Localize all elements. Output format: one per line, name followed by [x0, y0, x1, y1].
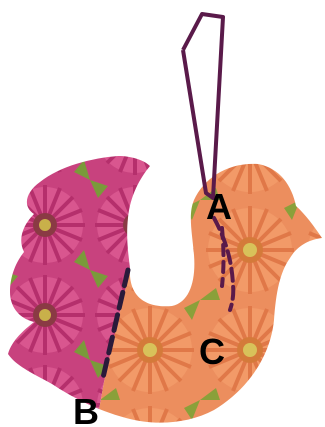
point-label-a: A: [206, 186, 232, 227]
point-label-b: B: [73, 391, 99, 427]
point-label-c: C: [199, 331, 225, 372]
